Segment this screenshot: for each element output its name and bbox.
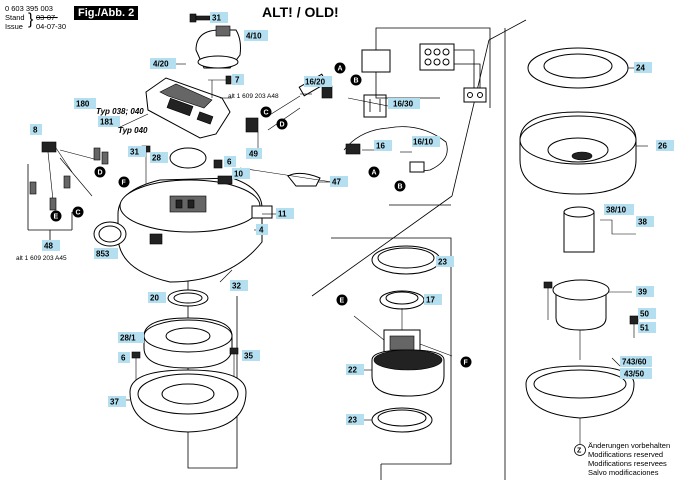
label-39: 39 bbox=[638, 288, 647, 297]
brace: } bbox=[28, 11, 34, 28]
leader-lines bbox=[117, 63, 648, 421]
label-8: 8 bbox=[33, 126, 38, 135]
switch-cable-group bbox=[245, 73, 448, 173]
label-51: 51 bbox=[640, 324, 649, 333]
left-wiring-group bbox=[27, 141, 109, 240]
label-7: 7 bbox=[235, 76, 240, 85]
label-6-bottom: 6 bbox=[121, 354, 126, 363]
marker-f-left: F bbox=[122, 180, 127, 187]
label-180: 180 bbox=[76, 100, 90, 109]
old-label: ALT! / OLD! bbox=[262, 4, 339, 20]
marker-f-motor: F bbox=[464, 360, 469, 367]
label-32: 32 bbox=[232, 282, 241, 291]
marker-a-cord: A bbox=[372, 170, 377, 177]
marker-d-left: D bbox=[98, 170, 103, 177]
right-column bbox=[519, 47, 639, 444]
part-number: 0 603 395 003 bbox=[5, 4, 53, 13]
wiring-diagram bbox=[361, 27, 491, 108]
stand-date: 03-07- bbox=[36, 13, 58, 22]
alt-a48: alt 1 609 203 A48 bbox=[228, 93, 279, 100]
label-4-10: 4/10 bbox=[246, 32, 262, 41]
motor-cap bbox=[189, 13, 241, 69]
label-23-bottom: 23 bbox=[348, 416, 357, 425]
label-16-20: 16/20 bbox=[305, 78, 326, 87]
note-de: Änderungen vorbehalten bbox=[588, 441, 671, 450]
modification-notes: Änderungen vorbehalten Modifications res… bbox=[588, 441, 670, 477]
label-4-20: 4/20 bbox=[153, 60, 169, 69]
label-typ-038-040: Typ 038; 040 bbox=[96, 107, 144, 116]
label-38: 38 bbox=[638, 218, 647, 227]
label-37: 37 bbox=[110, 398, 119, 407]
issue-label: Issue bbox=[5, 22, 23, 31]
label-31-left: 31 bbox=[130, 148, 139, 157]
alt-a45: alt 1 609 203 A45 bbox=[16, 255, 67, 262]
stand-label: Stand bbox=[5, 13, 25, 22]
motor-column bbox=[353, 245, 453, 433]
label-typ-040: Typ 040 bbox=[118, 126, 148, 135]
marker-e-left: E bbox=[54, 214, 59, 221]
marker-z: Z bbox=[577, 448, 582, 455]
seal-ring-853 bbox=[93, 221, 127, 247]
label-38-10: 38/10 bbox=[606, 206, 627, 215]
label-24: 24 bbox=[636, 64, 645, 73]
note-es: Salvo modificaciones bbox=[588, 468, 659, 477]
label-16-10: 16/10 bbox=[413, 138, 434, 147]
section-dividers bbox=[187, 19, 527, 480]
label-181: 181 bbox=[100, 118, 114, 127]
figure-title: Fig./Abb. 2 bbox=[74, 6, 139, 20]
label-11: 11 bbox=[278, 210, 287, 219]
label-50: 50 bbox=[640, 310, 649, 319]
marker-a-top: A bbox=[338, 66, 343, 73]
part-labels: 31 4/10 4/20 7 16/20 alt 1 609 203 A48 1… bbox=[16, 12, 674, 425]
label-49: 49 bbox=[249, 150, 258, 159]
label-17: 17 bbox=[426, 296, 435, 305]
label-48: 48 bbox=[44, 242, 53, 251]
label-22: 22 bbox=[348, 366, 357, 375]
label-35: 35 bbox=[244, 352, 253, 361]
label-31-top: 31 bbox=[212, 14, 221, 23]
marker-c-left: C bbox=[76, 210, 81, 217]
note-en: Modifications reserved bbox=[588, 450, 664, 459]
label-6-top: 6 bbox=[227, 158, 232, 167]
label-26: 26 bbox=[658, 142, 667, 151]
lower-left-stack bbox=[129, 289, 247, 433]
label-23-top: 23 bbox=[438, 258, 447, 267]
label-43-50: 43/50 bbox=[624, 370, 645, 379]
marker-c-top: C bbox=[264, 110, 269, 117]
label-853: 853 bbox=[96, 250, 110, 259]
label-743-60: 743/60 bbox=[622, 358, 647, 367]
note-fr: Modifications reservees bbox=[588, 459, 667, 468]
connector-markers: A B C D D F C E A B E F Z bbox=[50, 62, 586, 456]
main-housing bbox=[117, 145, 333, 283]
label-28-1: 28/1 bbox=[120, 334, 136, 343]
issue-date: 04-07-30 bbox=[36, 22, 67, 31]
label-20: 20 bbox=[150, 294, 159, 303]
marker-e-motor: E bbox=[340, 298, 345, 305]
marker-d-top: D bbox=[280, 122, 285, 129]
housing-top bbox=[145, 75, 232, 139]
label-47: 47 bbox=[332, 178, 341, 187]
label-28: 28 bbox=[152, 154, 161, 163]
label-16: 16 bbox=[376, 142, 385, 151]
label-16-30: 16/30 bbox=[393, 100, 414, 109]
label-4: 4 bbox=[259, 226, 264, 235]
marker-b-top: B bbox=[354, 78, 359, 85]
label-10: 10 bbox=[234, 170, 243, 179]
marker-b-cord: B bbox=[398, 184, 403, 191]
